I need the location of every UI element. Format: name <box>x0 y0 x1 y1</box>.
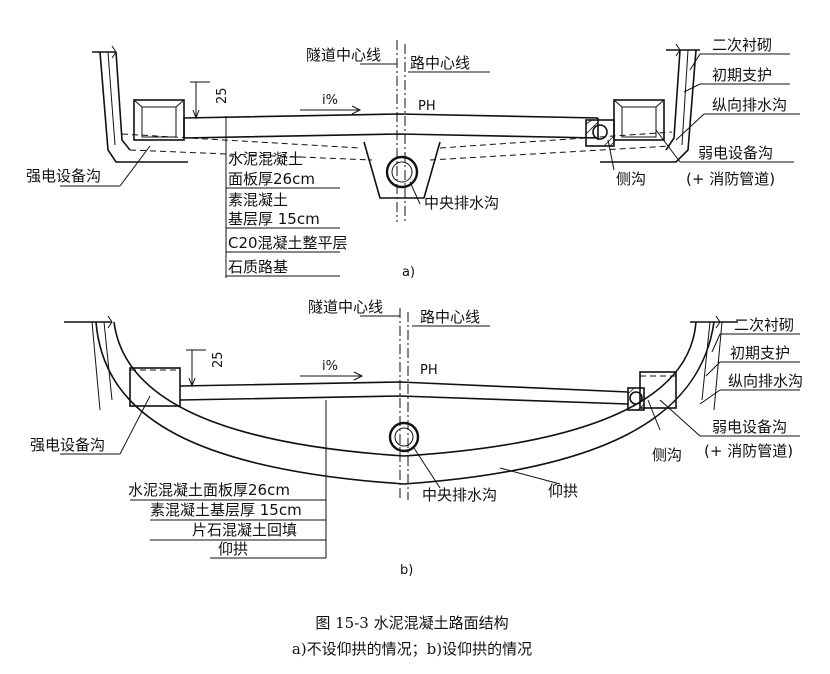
left-tunnel-wall-b <box>64 315 113 411</box>
invert-arch-b <box>95 321 715 485</box>
diagram-b: 隧道中心线 路中心线 二次衬砌 初期支护 纵向排水沟 25 i% PH 强电设备… <box>30 298 803 578</box>
side-ditch-a <box>585 119 615 147</box>
strong-power-trench-a <box>133 99 185 141</box>
right-tunnel-wall-a <box>600 43 700 163</box>
central-drain-b <box>388 421 420 453</box>
side-ditch-label-a: 侧沟 <box>616 170 646 188</box>
leaders-b <box>60 315 800 489</box>
central-drain-label-b: 中央排水沟 <box>422 486 497 504</box>
dim-25-label-b: 25 <box>211 351 226 368</box>
tunnel-centerline-label-b: 隧道中心线 <box>308 298 383 316</box>
layer-4-a: C20混凝土整平层 <box>228 234 348 252</box>
side-ditch-b <box>627 387 645 411</box>
side-ditch-label-b: 侧沟 <box>652 446 682 464</box>
dim-25-label-a: 25 <box>215 87 230 104</box>
left-tunnel-wall-a <box>92 45 188 163</box>
layer-3-a: 基层厚 15cm <box>228 210 320 228</box>
layer-3-b: 仰拱 <box>218 540 248 558</box>
strong-power-trench-b <box>129 367 181 407</box>
slope-arrow-a <box>300 105 362 115</box>
invert-label-b: 仰拱 <box>548 482 578 500</box>
layer-table-b <box>130 400 327 559</box>
slope-label-a: i% <box>322 93 338 108</box>
secondary-lining-label-b: 二次衬砌 <box>734 316 794 334</box>
layer-0-b: 水泥混凝土面板厚26cm <box>128 481 290 499</box>
longitudinal-drain-label-b: 纵向排水沟 <box>728 372 803 390</box>
sub-label-a: a) <box>402 265 415 280</box>
figure-caption-subtitle: a)不设仰拱的情况；b)设仰拱的情况 <box>292 640 532 658</box>
fire-pipe-label-b: (+ 消防管道) <box>704 442 793 460</box>
strong-trench-label-b: 强电设备沟 <box>30 436 105 454</box>
diagram-a: 隧道中心线 路中心线 二次衬砌 初期支护 纵向排水沟 25 i% PH 强电设备… <box>26 36 800 280</box>
road-centerline-label-b: 路中心线 <box>420 308 480 326</box>
initial-support-label-b: 初期支护 <box>730 344 790 362</box>
tunnel-centerline-label-a: 隧道中心线 <box>306 46 381 64</box>
leaders-a <box>60 53 800 205</box>
strong-trench-label-a: 强电设备沟 <box>26 167 101 185</box>
secondary-lining-label-a: 二次衬砌 <box>712 36 772 54</box>
initial-support-label-a: 初期支护 <box>712 66 772 84</box>
dim-25-b <box>186 349 206 388</box>
central-drain-a <box>363 141 441 199</box>
pavement-slab-b <box>179 381 629 405</box>
slope-label-b: i% <box>322 359 338 374</box>
ph-label-a: PH <box>418 99 436 114</box>
pavement-slab-a <box>121 113 673 161</box>
weak-trench-label-a: 弱电设备沟 <box>698 144 773 162</box>
right-tunnel-wall-b <box>690 315 738 411</box>
longitudinal-drain-label-a: 纵向排水沟 <box>712 96 787 114</box>
dim-25-a <box>190 81 210 120</box>
central-drain-label-a: 中央排水沟 <box>424 194 499 212</box>
ph-label-b: PH <box>420 363 438 378</box>
layer-2-b: 片石混凝土回填 <box>192 521 297 539</box>
layer-table-a <box>225 116 340 278</box>
slope-arrow-b <box>300 371 364 381</box>
fire-pipe-label-a: (+ 消防管道) <box>686 170 775 188</box>
layer-2-a: 素混凝土 <box>228 191 288 209</box>
layer-0-a: 水泥混凝土 <box>228 150 303 168</box>
layer-5-a: 石质路基 <box>228 258 288 276</box>
layer-1-a: 面板厚26cm <box>228 170 315 188</box>
figure-caption-title: 图 15-3 水泥混凝土路面结构 <box>315 614 508 632</box>
weak-power-trench-b <box>639 371 677 409</box>
sub-label-b: b) <box>400 563 413 578</box>
road-centerline-label-a: 路中心线 <box>410 54 470 72</box>
weak-trench-label-b: 弱电设备沟 <box>712 418 787 436</box>
layer-1-b: 素混凝土基层厚 15cm <box>150 501 302 519</box>
weak-power-trench-a <box>613 99 665 141</box>
